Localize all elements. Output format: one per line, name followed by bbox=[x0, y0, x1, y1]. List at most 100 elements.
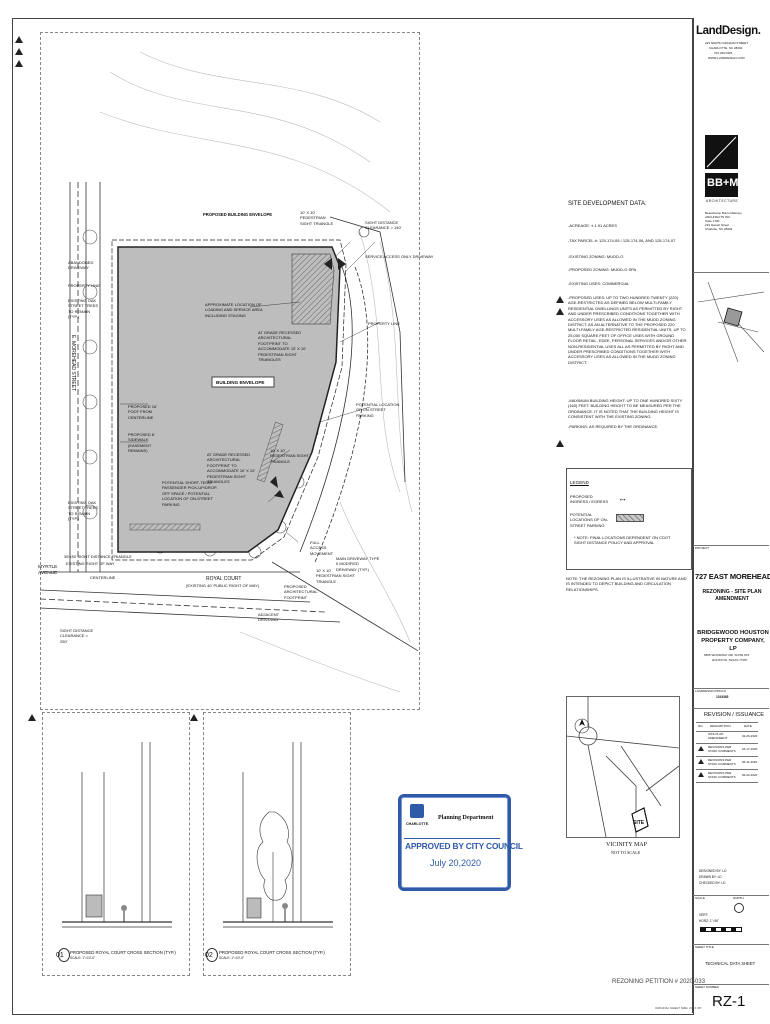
sight-distance-left-label: SIGHT DISTANCE CLEARANCE = 250' bbox=[60, 628, 94, 644]
cross-section-01-drawing bbox=[62, 742, 172, 928]
revision-delta-icon bbox=[698, 772, 704, 777]
revision-table: NO. DESCRIPTION DATE SITE PLAN AMENDMENT… bbox=[696, 722, 760, 786]
drawn-by: DRAWN BY: LD bbox=[699, 875, 722, 879]
site-data-title: SITE DEVELOPMENT DATA: bbox=[568, 201, 647, 207]
revision-delta-icon bbox=[28, 714, 36, 721]
sheet-border bbox=[12, 18, 694, 1015]
sight-triangle-label: 10' X 10' PEDESTRIAN SIGHT TRIANGLE bbox=[270, 448, 309, 464]
site-plan-drawing bbox=[40, 51, 418, 693]
cross-section-02-frame bbox=[203, 712, 351, 976]
sidewalk-label: PROPOSED 8' SIDEWALK (EASEMENT REMAINS) bbox=[128, 432, 155, 454]
plan-note: NOTE: THE REZONING PLAN IS ILLUSTRATIVE … bbox=[566, 576, 687, 592]
north-arrow-icon bbox=[734, 903, 744, 913]
parking-hatch-swatch bbox=[616, 514, 644, 522]
site-data-item: -ACREAGE: ± 1.91 ACRES bbox=[568, 223, 617, 228]
revision-row: REVISIONS PER STAFF COMMENTS 04-17-2020 bbox=[696, 744, 758, 757]
adjacent-driveway-label: ADJACENT DRIVEWAY bbox=[258, 612, 280, 623]
ingress-arrow-icon: ↔ bbox=[618, 493, 627, 503]
sight-triangle-top-label: 10' X 10' PEDESTRIAN SIGHT TRIANGLE bbox=[300, 210, 334, 226]
legend-item-ingress: PROPOSED INGRESS / EGRESS bbox=[570, 494, 609, 505]
sheet-number: RZ-1 bbox=[712, 993, 746, 1010]
building-envelope bbox=[117, 246, 341, 553]
street-name-label: E. MOREHEAD STREET bbox=[70, 335, 76, 392]
sight-clearance-label: SIGHT DISTANCE CLEARANCE = 140' bbox=[365, 220, 402, 231]
architect-subtitle: ARCHITECTURE bbox=[706, 199, 739, 203]
setback-label: PROPOSED 16' FOOT FROM CENTERLINE bbox=[128, 404, 157, 420]
sight-triangle-bottom-label: 10' X 10' PEDESTRIAN SIGHT TRIANGLE bbox=[316, 568, 355, 584]
loading-hatch bbox=[291, 253, 335, 325]
royal-court-label: ROYAL COURT bbox=[206, 576, 242, 582]
section-01-bubble bbox=[58, 948, 70, 962]
firm-address-line: CHARLOTTE, NC 28202 bbox=[709, 46, 743, 50]
horiz-scale: HORZ: 1"=50' bbox=[699, 919, 719, 923]
vicinity-site-label: SITE bbox=[633, 820, 645, 826]
architect-address-line: 219 Hewett Street bbox=[705, 223, 730, 227]
section-01-title: PROPOSED ROYAL COURT CROSS SECTION (TYP.… bbox=[70, 950, 176, 955]
arch-footprint-label: PROPOSED ARCHITECTURAL FOOTPRINT bbox=[284, 584, 318, 600]
architect-logo-box bbox=[705, 173, 738, 197]
title-block-divider bbox=[692, 18, 693, 1013]
short-term-label: POTENTIAL SHORT-TERM PASSENGER PICK-UP/D… bbox=[162, 480, 218, 507]
sight-triangle-row-label: 35'x35' SIGHT DISTANCE TRIANGLE bbox=[64, 554, 132, 559]
revision-delta-icon bbox=[15, 36, 23, 43]
section-02-title: PROPOSED ROYAL COURT CROSS SECTION (TYP.… bbox=[219, 950, 325, 955]
revision-title: REVISION / ISSUANCE bbox=[704, 712, 764, 718]
existing-row-label: EXISTING RIGHT OF WAY bbox=[66, 561, 115, 566]
revision-row: REVISIONS PER STAFF COMMENTS 05-11-2020 bbox=[696, 757, 758, 770]
firm-address-line: 223 NORTH GRAHAM STREET bbox=[705, 41, 749, 45]
vicinity-map bbox=[566, 696, 680, 838]
abandoned-driveway-label: ABANDONED DRIVEWAY bbox=[68, 260, 94, 271]
revision-delta-icon bbox=[556, 440, 564, 447]
property-line-right-label: PROPERTY LINE bbox=[368, 321, 400, 326]
architect-logo-graphic bbox=[705, 135, 738, 169]
revision-delta-icon bbox=[15, 60, 23, 67]
on-street-parking-label: POTENTIAL LOCATION OF ON-STREET PARKING bbox=[356, 402, 400, 418]
existing-oak-trees-label: EXISTING OAK STREET TREES TO REMAIN (TYP… bbox=[68, 298, 99, 320]
contour-lines bbox=[99, 51, 413, 693]
site-data-item: -EXISTING ZONING: MUDD-O bbox=[568, 254, 624, 259]
property-line-left-label: PROPERTY LINE bbox=[68, 283, 100, 288]
revision-delta-icon bbox=[698, 746, 704, 751]
centerline-label: CENTERLINE bbox=[90, 575, 116, 580]
key-plan-map bbox=[698, 282, 764, 362]
section-02-number: 02 bbox=[205, 952, 213, 959]
sheet-number-label: SHEET NUMBER bbox=[695, 985, 719, 989]
section-01-number: 01 bbox=[56, 952, 64, 959]
revision-delta-icon bbox=[698, 759, 704, 764]
site-data-item: -TAX PARCEL #: 125-174-05 / 125-174-06, … bbox=[568, 238, 676, 243]
existing-oak-trees-label-2: EXISTING OAK STREET TREES TO REMAIN (TYP… bbox=[68, 500, 99, 522]
building-envelope-label: BUILDING ENVELOPE bbox=[216, 380, 265, 385]
firm-logo: LandDesign. bbox=[696, 25, 761, 37]
stamp-city: CHARLOTTE. bbox=[406, 822, 430, 826]
architect-address-line: Charlotte, NC 28202 bbox=[705, 227, 733, 231]
petition-number: REZONING PETITION # 2020-033 bbox=[612, 979, 706, 985]
project-name: 727 EAST MOREHEAD bbox=[695, 572, 770, 581]
architect-logo: BB+M bbox=[707, 177, 739, 189]
revision-delta-icon bbox=[190, 714, 198, 721]
owner-address-line: HOUSTON, TEXAS 77057 bbox=[712, 658, 748, 662]
site-data-item: -PROPOSED USES: UP TO TWO HUNDRED TWENTY… bbox=[568, 295, 687, 365]
legend-note: * NOTE: FINAL LOCATIONS DEPENDENT ON CDO… bbox=[574, 535, 671, 546]
full-access-label: FULL ACCESS MOVEMENT bbox=[310, 540, 334, 556]
owner-address-line: 6565 WOODWAY DR, SUITE 970 bbox=[704, 653, 750, 657]
revision-delta-icon bbox=[15, 48, 23, 55]
legend-item-parking: POTENTIAL LOCATIONS OF ON-STREET PARKING bbox=[570, 512, 608, 528]
architect-address-line: ARCHITECTS INC bbox=[705, 215, 731, 219]
ld-project-label: LANDDESIGN PROJ.# bbox=[695, 689, 726, 693]
checked-by: CHECKED BY: LD bbox=[699, 881, 726, 885]
ingress-arrows bbox=[270, 258, 346, 498]
loading-label: APPROXIMATE LOCATION OF LOADING AND SERV… bbox=[205, 302, 263, 318]
site-data-item: -EXISTING USES: COMMERCIAL bbox=[568, 281, 630, 286]
section-01-scale: SCALE: 1"=10'-0" bbox=[70, 956, 96, 960]
stamp-approved: APPROVED BY CITY COUNCIL bbox=[405, 841, 523, 851]
main-driveway-label: MAIN DRIVEWAY TYPE II MODIFIED DRIVEWAY … bbox=[336, 556, 380, 572]
graphic-scale-bar bbox=[700, 927, 742, 932]
section-02-bubble bbox=[206, 948, 218, 962]
site-plan-frame bbox=[40, 32, 420, 710]
cross-section-02-drawing bbox=[223, 742, 333, 928]
royal-court-row-label: (EXISTING 40' PUBLIC RIGHT OF WAY) bbox=[186, 583, 260, 588]
site-data-item: -MAXIMUM BUILDING HEIGHT: UP TO ONE HUND… bbox=[568, 398, 683, 420]
charlotte-crown-icon bbox=[410, 804, 424, 818]
architect-address-line: Suite 1700 bbox=[705, 219, 720, 223]
revision-delta-icon bbox=[556, 308, 564, 315]
